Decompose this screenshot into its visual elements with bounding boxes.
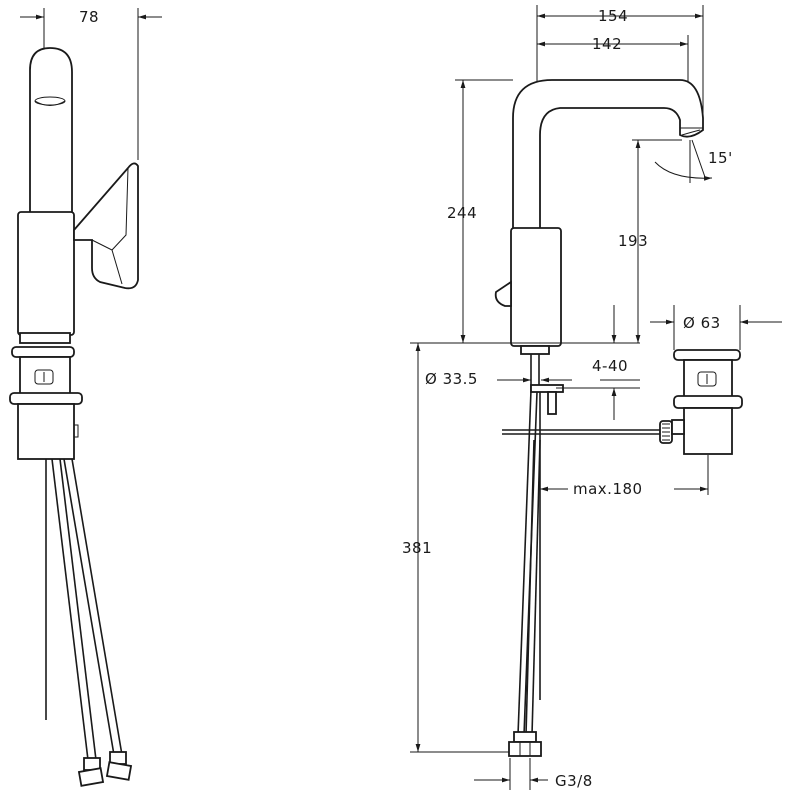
waste-trap-side xyxy=(17,403,75,460)
spout-side xyxy=(29,47,73,216)
hose-right-a xyxy=(63,458,115,756)
tap-body-front xyxy=(510,227,562,347)
dim-label-193: 193 xyxy=(618,232,648,250)
dim-label-hole-diameter: Ø 33.5 xyxy=(425,370,478,388)
waste-trap-front xyxy=(683,407,733,455)
spout-front xyxy=(512,79,704,231)
waste-body-front xyxy=(683,359,733,399)
hose-right-b xyxy=(71,458,123,756)
front-view: 154 142 15' 244 193 Ø xyxy=(402,5,782,790)
dim-label-78: 78 xyxy=(79,8,99,26)
connector-front-nut xyxy=(513,731,537,743)
dim-label-142: 142 xyxy=(592,35,622,53)
hose-connector-left xyxy=(77,757,105,787)
waste-body-side xyxy=(19,356,71,398)
angle-arc xyxy=(654,161,713,181)
hose-left-b xyxy=(59,458,97,761)
waste-nut-side xyxy=(9,392,83,405)
tap-base-ring xyxy=(19,332,71,344)
tap-body-side xyxy=(17,211,75,336)
hose-connector-right xyxy=(105,751,133,781)
dim-label-244: 244 xyxy=(447,204,477,222)
dim-label-connection: G3/8 xyxy=(555,772,593,790)
dim-label-deck-thickness: 4-40 xyxy=(592,357,628,375)
hose-left-a xyxy=(51,458,89,761)
waste-flange-front xyxy=(673,349,741,361)
dim-label-381: 381 xyxy=(402,539,432,557)
waste-nut-front xyxy=(673,395,743,409)
waste-flange-side xyxy=(11,346,75,358)
hose-front-a xyxy=(517,389,532,736)
dim-label-waste-diameter: Ø 63 xyxy=(683,314,721,332)
dim-label-rod-length: max.180 xyxy=(573,480,643,498)
connector-front xyxy=(508,741,542,757)
lever-handle xyxy=(73,162,139,290)
lever-front xyxy=(494,280,512,307)
dim-label-angle: 15' xyxy=(708,149,733,167)
side-view: 78 xyxy=(9,8,162,787)
dim-label-154: 154 xyxy=(598,7,628,25)
